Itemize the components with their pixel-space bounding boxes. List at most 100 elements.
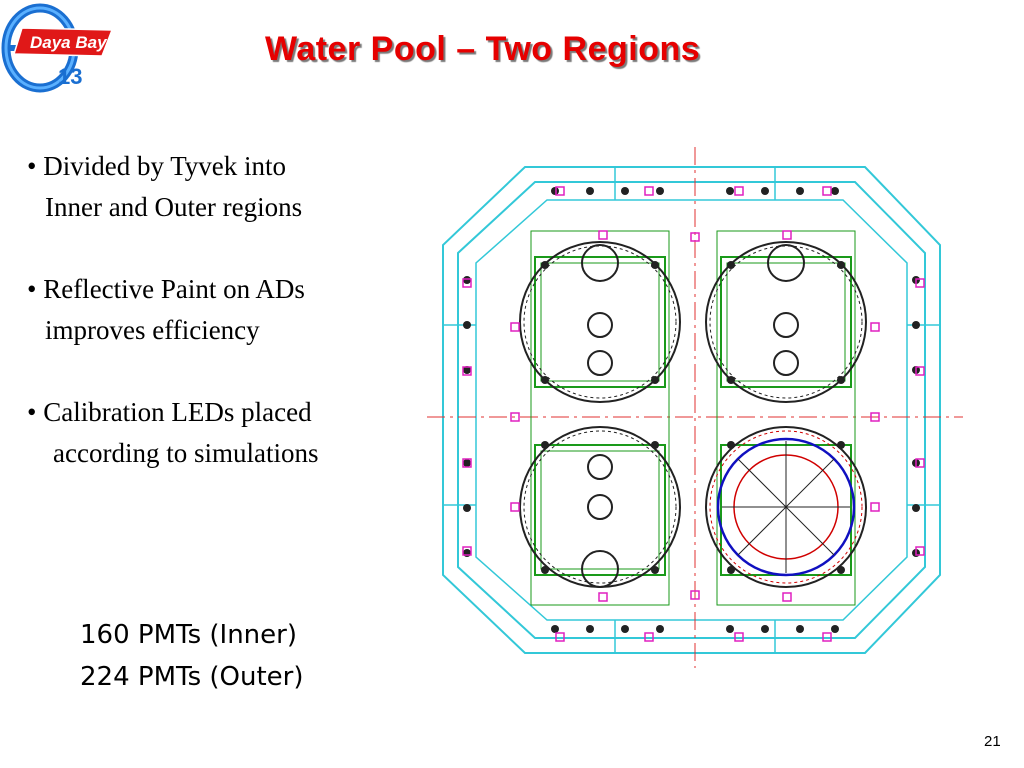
tyvek-wall	[475, 199, 908, 621]
bullet-item: • Divided by Tyvek into Inner and Outer …	[27, 146, 427, 228]
pmt-icon	[586, 187, 594, 195]
pmt-icon	[761, 187, 769, 195]
pmt-icon	[541, 261, 549, 269]
pmt-icon	[837, 261, 845, 269]
pmt-icon	[796, 625, 804, 633]
pmt-icon	[726, 187, 734, 195]
led-icon	[915, 546, 925, 556]
daya-bay-logo: Daya Bay 13	[0, 0, 120, 95]
logo-subscript: 13	[58, 64, 82, 89]
pmt-icon	[831, 625, 839, 633]
pool-inner-wall	[457, 181, 926, 639]
led-group	[462, 186, 925, 642]
led-icon	[690, 232, 700, 242]
pmt-icon	[651, 261, 659, 269]
bullet-marker: •	[27, 151, 37, 181]
pmt-icon	[837, 566, 845, 574]
bullet-line: Reflective Paint on ADs	[43, 274, 305, 304]
led-icon	[598, 592, 608, 602]
pmt-icon	[727, 566, 735, 574]
bullet-list: • Divided by Tyvek into Inner and Outer …	[27, 146, 427, 515]
led-icon	[734, 632, 744, 642]
bullet-line: Divided by Tyvek into	[43, 151, 287, 181]
led-icon	[734, 186, 744, 196]
pmt-icon	[837, 376, 845, 384]
page-number: 21	[984, 733, 1001, 750]
led-icon	[462, 546, 472, 556]
led-icon	[510, 502, 520, 512]
led-icon	[782, 230, 792, 240]
led-icon	[870, 412, 880, 422]
pmt-icon	[463, 276, 471, 284]
pmt-icon	[727, 261, 735, 269]
pmt-inner-count: 160 PMTs (Inner)	[80, 620, 297, 650]
antineutrino-detector	[705, 241, 867, 403]
pmt-icon	[796, 187, 804, 195]
led-icon	[822, 186, 832, 196]
bullet-line: improves efficiency	[45, 315, 260, 345]
led-icon	[555, 632, 565, 642]
pmt-counts: 160 PMTs (Inner) 224 PMTs (Outer)	[80, 614, 304, 698]
led-icon	[782, 592, 792, 602]
detector-box	[530, 230, 670, 606]
pmt-icon	[912, 321, 920, 329]
bullet-line: Inner and Outer regions	[45, 192, 303, 222]
led-icon	[915, 458, 925, 468]
pmt-icon	[551, 625, 559, 633]
pmt-icon	[541, 441, 549, 449]
pmt-icon	[551, 187, 559, 195]
pmt-icon	[621, 187, 629, 195]
bullet-marker: •	[27, 397, 37, 427]
wall-segments	[443, 167, 940, 653]
pmt-icon	[651, 566, 659, 574]
bullet-line: Calibration LEDs placed	[43, 397, 312, 427]
led-icon	[510, 322, 520, 332]
led-icon	[462, 458, 472, 468]
pmt-icon	[463, 366, 471, 374]
antineutrino-detector-section	[705, 426, 867, 588]
pmt-icon	[727, 376, 735, 384]
pmt-icon	[463, 321, 471, 329]
led-icon	[510, 412, 520, 422]
pmt-icon	[912, 504, 920, 512]
pmt-icon	[541, 376, 549, 384]
pmt-icon	[463, 549, 471, 557]
led-icon	[555, 186, 565, 196]
led-icon	[644, 186, 654, 196]
pmt-icon	[727, 441, 735, 449]
slide-title: Water Pool – Two Regions	[265, 30, 701, 68]
pmt-icon	[651, 376, 659, 384]
pmt-icon	[726, 625, 734, 633]
pmt-icon	[656, 625, 664, 633]
led-icon	[822, 632, 832, 642]
pool-outer-wall	[442, 166, 941, 654]
antineutrino-detector	[519, 241, 681, 403]
led-icon	[462, 366, 472, 376]
led-icon	[462, 278, 472, 288]
bullet-item: • Calibration LEDs placed according to s…	[27, 392, 427, 474]
water-pool-diagram	[427, 147, 963, 668]
led-icon	[915, 366, 925, 376]
pmt-outer-count: 224 PMTs (Outer)	[80, 662, 304, 692]
pmt-icon	[621, 625, 629, 633]
pmt-icon	[761, 625, 769, 633]
pmt-icon	[651, 441, 659, 449]
pmt-icon	[463, 459, 471, 467]
pmt-icon	[541, 566, 549, 574]
bullet-marker: •	[27, 274, 37, 304]
bullet-line: according to simulations	[53, 438, 319, 468]
antineutrino-detector	[519, 426, 681, 588]
pmt-icon	[463, 504, 471, 512]
pmt-icon	[837, 441, 845, 449]
pmt-icon	[656, 187, 664, 195]
led-icon	[598, 230, 608, 240]
bullet-item: • Reflective Paint on ADs improves effic…	[27, 269, 427, 351]
led-icon	[915, 278, 925, 288]
led-icon	[870, 502, 880, 512]
pmt-icon	[586, 625, 594, 633]
led-icon	[870, 322, 880, 332]
pmt-icon	[831, 187, 839, 195]
logo-text: Daya Bay	[30, 33, 108, 52]
led-icon	[644, 632, 654, 642]
led-icon	[690, 590, 700, 600]
